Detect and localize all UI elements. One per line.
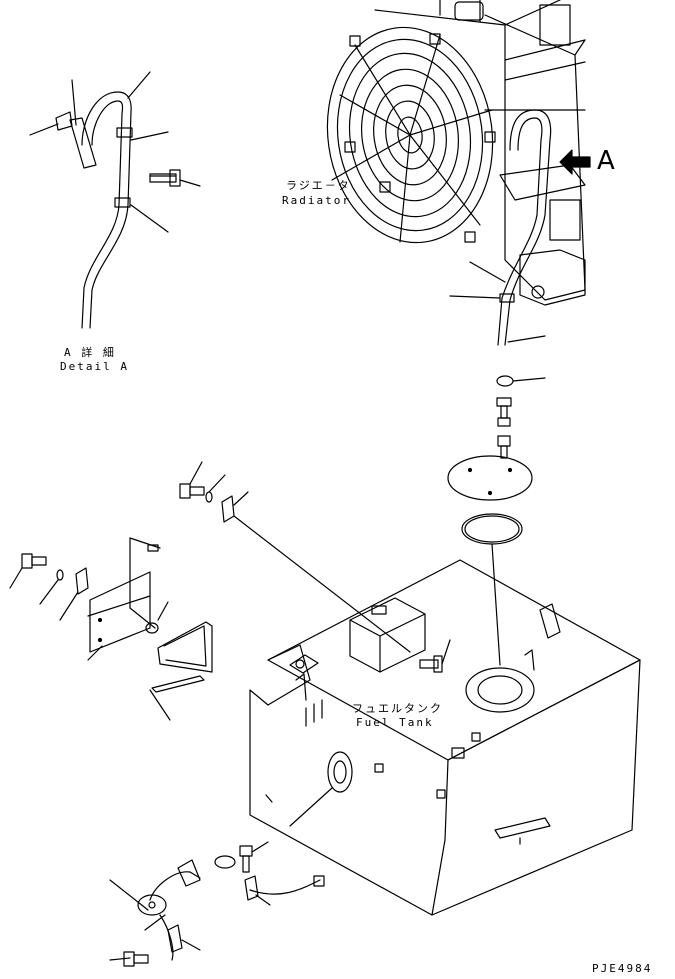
detail-a-label-jp: A 詳 細 [64, 346, 116, 359]
bracket-assembly [10, 462, 410, 720]
drain-cap [168, 925, 182, 952]
detail-a-clip [56, 112, 72, 130]
mounting-plate [90, 538, 155, 652]
sender-flange [466, 668, 534, 712]
fuel-gauge-plate [448, 456, 532, 500]
bolt-tank [420, 656, 442, 672]
detail-a-clamp-lower [115, 198, 130, 207]
gasket-o-ring [462, 514, 522, 544]
band [158, 622, 212, 672]
drain-elbow [178, 860, 200, 886]
detail-a-hose-assembly [30, 72, 200, 328]
detail-a-clamp-upper [117, 128, 132, 137]
fuel-fittings [448, 376, 545, 665]
radiator-label-en: Radiator [282, 194, 351, 207]
detail-a-hose [82, 92, 131, 328]
radiator-lower-tank [520, 250, 585, 305]
bolt-left [22, 554, 46, 568]
radiator-bracket [500, 165, 585, 200]
drain-assembly [110, 842, 324, 966]
drain-valve [138, 895, 166, 915]
drain-hose [150, 872, 200, 960]
tank-lug [290, 655, 318, 700]
radiator-cap [455, 2, 483, 20]
fan-hub [396, 116, 425, 155]
fuel-tank-label-en: Fuel Tank [356, 716, 434, 729]
drawing-number: PJE4984 [592, 962, 653, 975]
o-ring [215, 856, 235, 868]
nut [146, 623, 158, 633]
radiator-filler [540, 5, 570, 45]
washer [497, 376, 513, 386]
plate-tab [148, 545, 158, 551]
tank-top [268, 560, 640, 760]
drain-plug-bolt [124, 952, 148, 966]
boss [375, 764, 383, 772]
detail-a-bracket [70, 118, 96, 168]
bolt-upper [180, 484, 204, 498]
side-port [328, 752, 352, 792]
washer-left [57, 570, 63, 580]
view-arrow-a-icon [560, 150, 590, 174]
radiator-assembly [314, 0, 585, 345]
step-plate [495, 818, 550, 838]
detail-a-bolt [150, 170, 180, 186]
radiator-overflow-hose [505, 110, 551, 345]
hose-connector [314, 876, 324, 886]
drain-bolt [240, 846, 252, 872]
cover-box [350, 598, 425, 672]
clip-left [76, 568, 88, 594]
guard-mount-tab [350, 36, 360, 46]
radiator-label-jp: ラジエ－タ [286, 179, 351, 192]
fuel-tank-label-jp: フュエルタンク [352, 702, 443, 715]
hose-clip [245, 876, 258, 900]
adapter-fitting [498, 436, 510, 458]
view-arrow-a-label: A [597, 146, 615, 176]
radiator-core [375, 0, 560, 110]
tank-bracket-right [540, 604, 560, 638]
tank-side [432, 660, 640, 915]
clip-upper [222, 496, 234, 522]
fan-guard-outer [314, 17, 506, 254]
washer-upper [206, 492, 212, 502]
radiator-side-plate [550, 200, 580, 240]
elbow-fitting [497, 398, 511, 426]
strip [152, 676, 204, 692]
detail-a-label-en: Detail A [60, 360, 129, 373]
tank-front [250, 690, 448, 915]
fuel-tank [250, 560, 640, 915]
